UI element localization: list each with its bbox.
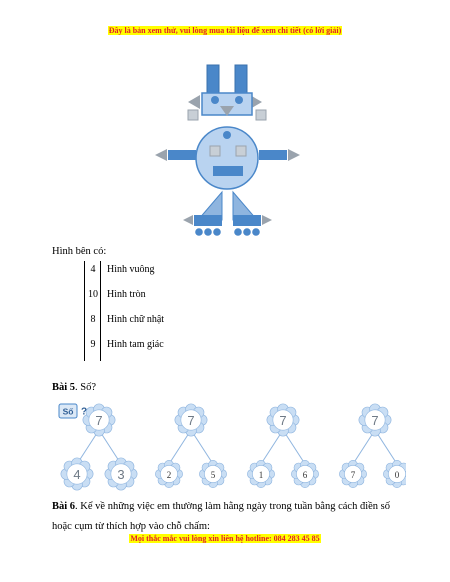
bond-line: [260, 429, 284, 465]
bond-top-flower-number: 7: [95, 413, 102, 428]
bond-left-flower: 7: [339, 460, 367, 488]
so-question-mark: ?: [81, 407, 87, 418]
bond-line: [282, 429, 306, 465]
bond-right-flower: 5: [199, 460, 227, 488]
bond-line: [98, 429, 122, 465]
shape-count-row: 4 Hình vuông: [84, 261, 165, 286]
number-bond-flowers: Số ? 7 4 3 7 2 5 7 1 6 7 7 0: [58, 403, 406, 491]
shape-count-row: 10 Hình tròn: [84, 286, 165, 311]
bond-top-flower: 7: [266, 403, 300, 437]
exercise-6-prompt: Bài 6. Kể về những việc em thường làm hằ…: [52, 501, 390, 532]
shape-count-value: 4: [84, 261, 101, 286]
shape-count-table: 4 Hình vuông 10 Hình tròn 8 Hình chữ nhật 9 Hìn…: [84, 261, 165, 361]
so-badge: Số ?: [58, 403, 87, 419]
bond-right-flower-number: 3: [117, 467, 124, 482]
hotline-banner: Mọi thắc mắc vui lòng xin liên hệ hotlin…: [129, 534, 321, 543]
bond-left-flower: 1: [247, 460, 275, 488]
shape-count-row: 8 Hình chữ nhật: [84, 311, 165, 336]
preview-banner: Đây là bản xem thử, vui lòng mua tài liệ…: [107, 26, 343, 35]
bond-left-flower: 4: [60, 457, 94, 491]
shape-count-label: Hình vuông: [107, 264, 155, 275]
shape-count-label: Hình tam giác: [107, 339, 164, 350]
bond-top-flower-number: 7: [187, 413, 194, 428]
bond-line: [374, 429, 398, 465]
bond-top-flower-number: 7: [371, 413, 378, 428]
bond-top-flower-number: 7: [279, 413, 286, 428]
bond-top-flower: 7: [358, 403, 392, 437]
bond-right-flower-number: 0: [395, 470, 400, 480]
bond-left-flower-number: 7: [351, 470, 356, 480]
bond-left-flower: 2: [155, 460, 183, 488]
bond-right-flower: 3: [104, 457, 138, 491]
bond-top-flower: 7: [82, 403, 116, 437]
exercise-5-heading: Bài 5. Số?: [52, 382, 97, 393]
shape-count-label: Hình chữ nhật: [107, 314, 165, 325]
bond-line: [76, 429, 100, 465]
shape-count-row: 9 Hình tam giác: [84, 336, 165, 361]
bond-left-flower-number: 4: [73, 467, 80, 482]
shape-count-value: 9: [84, 336, 101, 361]
shape-count-value: 10: [84, 286, 101, 311]
shape-count-label: Hình tròn: [107, 289, 146, 300]
bond-right-flower: 0: [383, 460, 406, 488]
bond-line: [168, 429, 192, 465]
shape-count-intro: Hình bên có:: [52, 246, 107, 257]
bond-left-flower-number: 1: [259, 470, 264, 480]
bond-top-flower: 7: [174, 403, 208, 437]
bond-right-flower-number: 6: [303, 470, 308, 480]
so-badge-label: Số: [63, 407, 74, 417]
bond-line: [190, 429, 214, 465]
robot-shapes-figure: [155, 64, 300, 236]
shape-count-value: 8: [84, 311, 101, 336]
bond-right-flower: 6: [291, 460, 319, 488]
bond-left-flower-number: 2: [167, 470, 172, 480]
bond-right-flower-number: 5: [211, 470, 216, 480]
bond-line: [352, 429, 376, 465]
